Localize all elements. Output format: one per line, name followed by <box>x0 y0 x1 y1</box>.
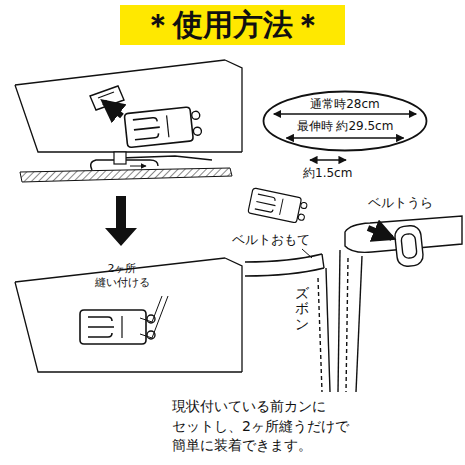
dimension-text: 最伸時 約29.5cm <box>262 118 428 135</box>
illustration-stroke <box>322 254 324 268</box>
illustration-stroke <box>318 278 322 392</box>
usage-note: 現状付いている前カンに セットし、2ヶ所縫うだけで 簡単に装着できます。 <box>172 397 372 456</box>
part-label: 2ヶ所 縫い付ける <box>86 262 158 290</box>
illustration-stroke <box>394 225 424 267</box>
title: ＊使用方法＊ <box>143 5 323 46</box>
illustration-stroke <box>20 168 232 182</box>
stretch-arrow <box>310 159 346 160</box>
illustration-stroke <box>346 258 348 392</box>
clip-on-belt <box>248 188 308 225</box>
part-label: ベルトうら <box>368 195 458 211</box>
thread-lines <box>140 296 168 338</box>
dimension-ellipse: 通常時28cm 最伸時 約29.5cm <box>262 90 428 152</box>
part-label: ベルトおもて <box>232 232 332 248</box>
part-label: 約1.5cm <box>303 166 373 181</box>
illustration-stroke <box>98 92 114 98</box>
dimension-arrow <box>274 113 416 114</box>
illustration-stroke <box>302 249 312 258</box>
illustration-stroke <box>326 268 330 392</box>
illustration-stroke <box>15 60 225 85</box>
illustration-stroke <box>152 296 162 322</box>
illustration-stroke <box>225 60 242 152</box>
trousers <box>318 250 362 392</box>
illustration-stroke <box>152 296 168 338</box>
belt-front <box>245 254 324 276</box>
illustration-stroke <box>120 156 212 160</box>
leader-lines <box>302 249 312 258</box>
dimension-text: 通常時28cm <box>262 96 428 113</box>
illustration-stroke <box>140 318 152 338</box>
insert-arrow <box>104 102 122 116</box>
illustration-stroke <box>245 254 322 262</box>
illustration-stroke <box>225 258 242 372</box>
illustration-stroke <box>15 85 242 152</box>
dimension-arrow <box>286 137 403 138</box>
part-label: ズボン <box>295 286 309 332</box>
fabric-sheet-2 <box>15 258 242 372</box>
title-band: ＊使用方法＊ <box>120 5 345 45</box>
belt-back <box>345 216 462 267</box>
clip-part <box>124 106 202 148</box>
attach-arrow <box>368 228 392 238</box>
clip-sewn <box>80 310 155 344</box>
illustration-stroke <box>114 152 126 164</box>
fabric-sheet <box>15 60 242 152</box>
illustration-stroke <box>338 250 340 392</box>
illustration-stroke <box>15 282 242 372</box>
step-arrow <box>105 196 137 246</box>
illustration-stroke <box>401 233 417 258</box>
side-view <box>20 152 232 182</box>
illustration-stroke <box>356 256 362 392</box>
illustration-stroke <box>130 166 146 167</box>
illustration-stroke <box>245 268 324 276</box>
